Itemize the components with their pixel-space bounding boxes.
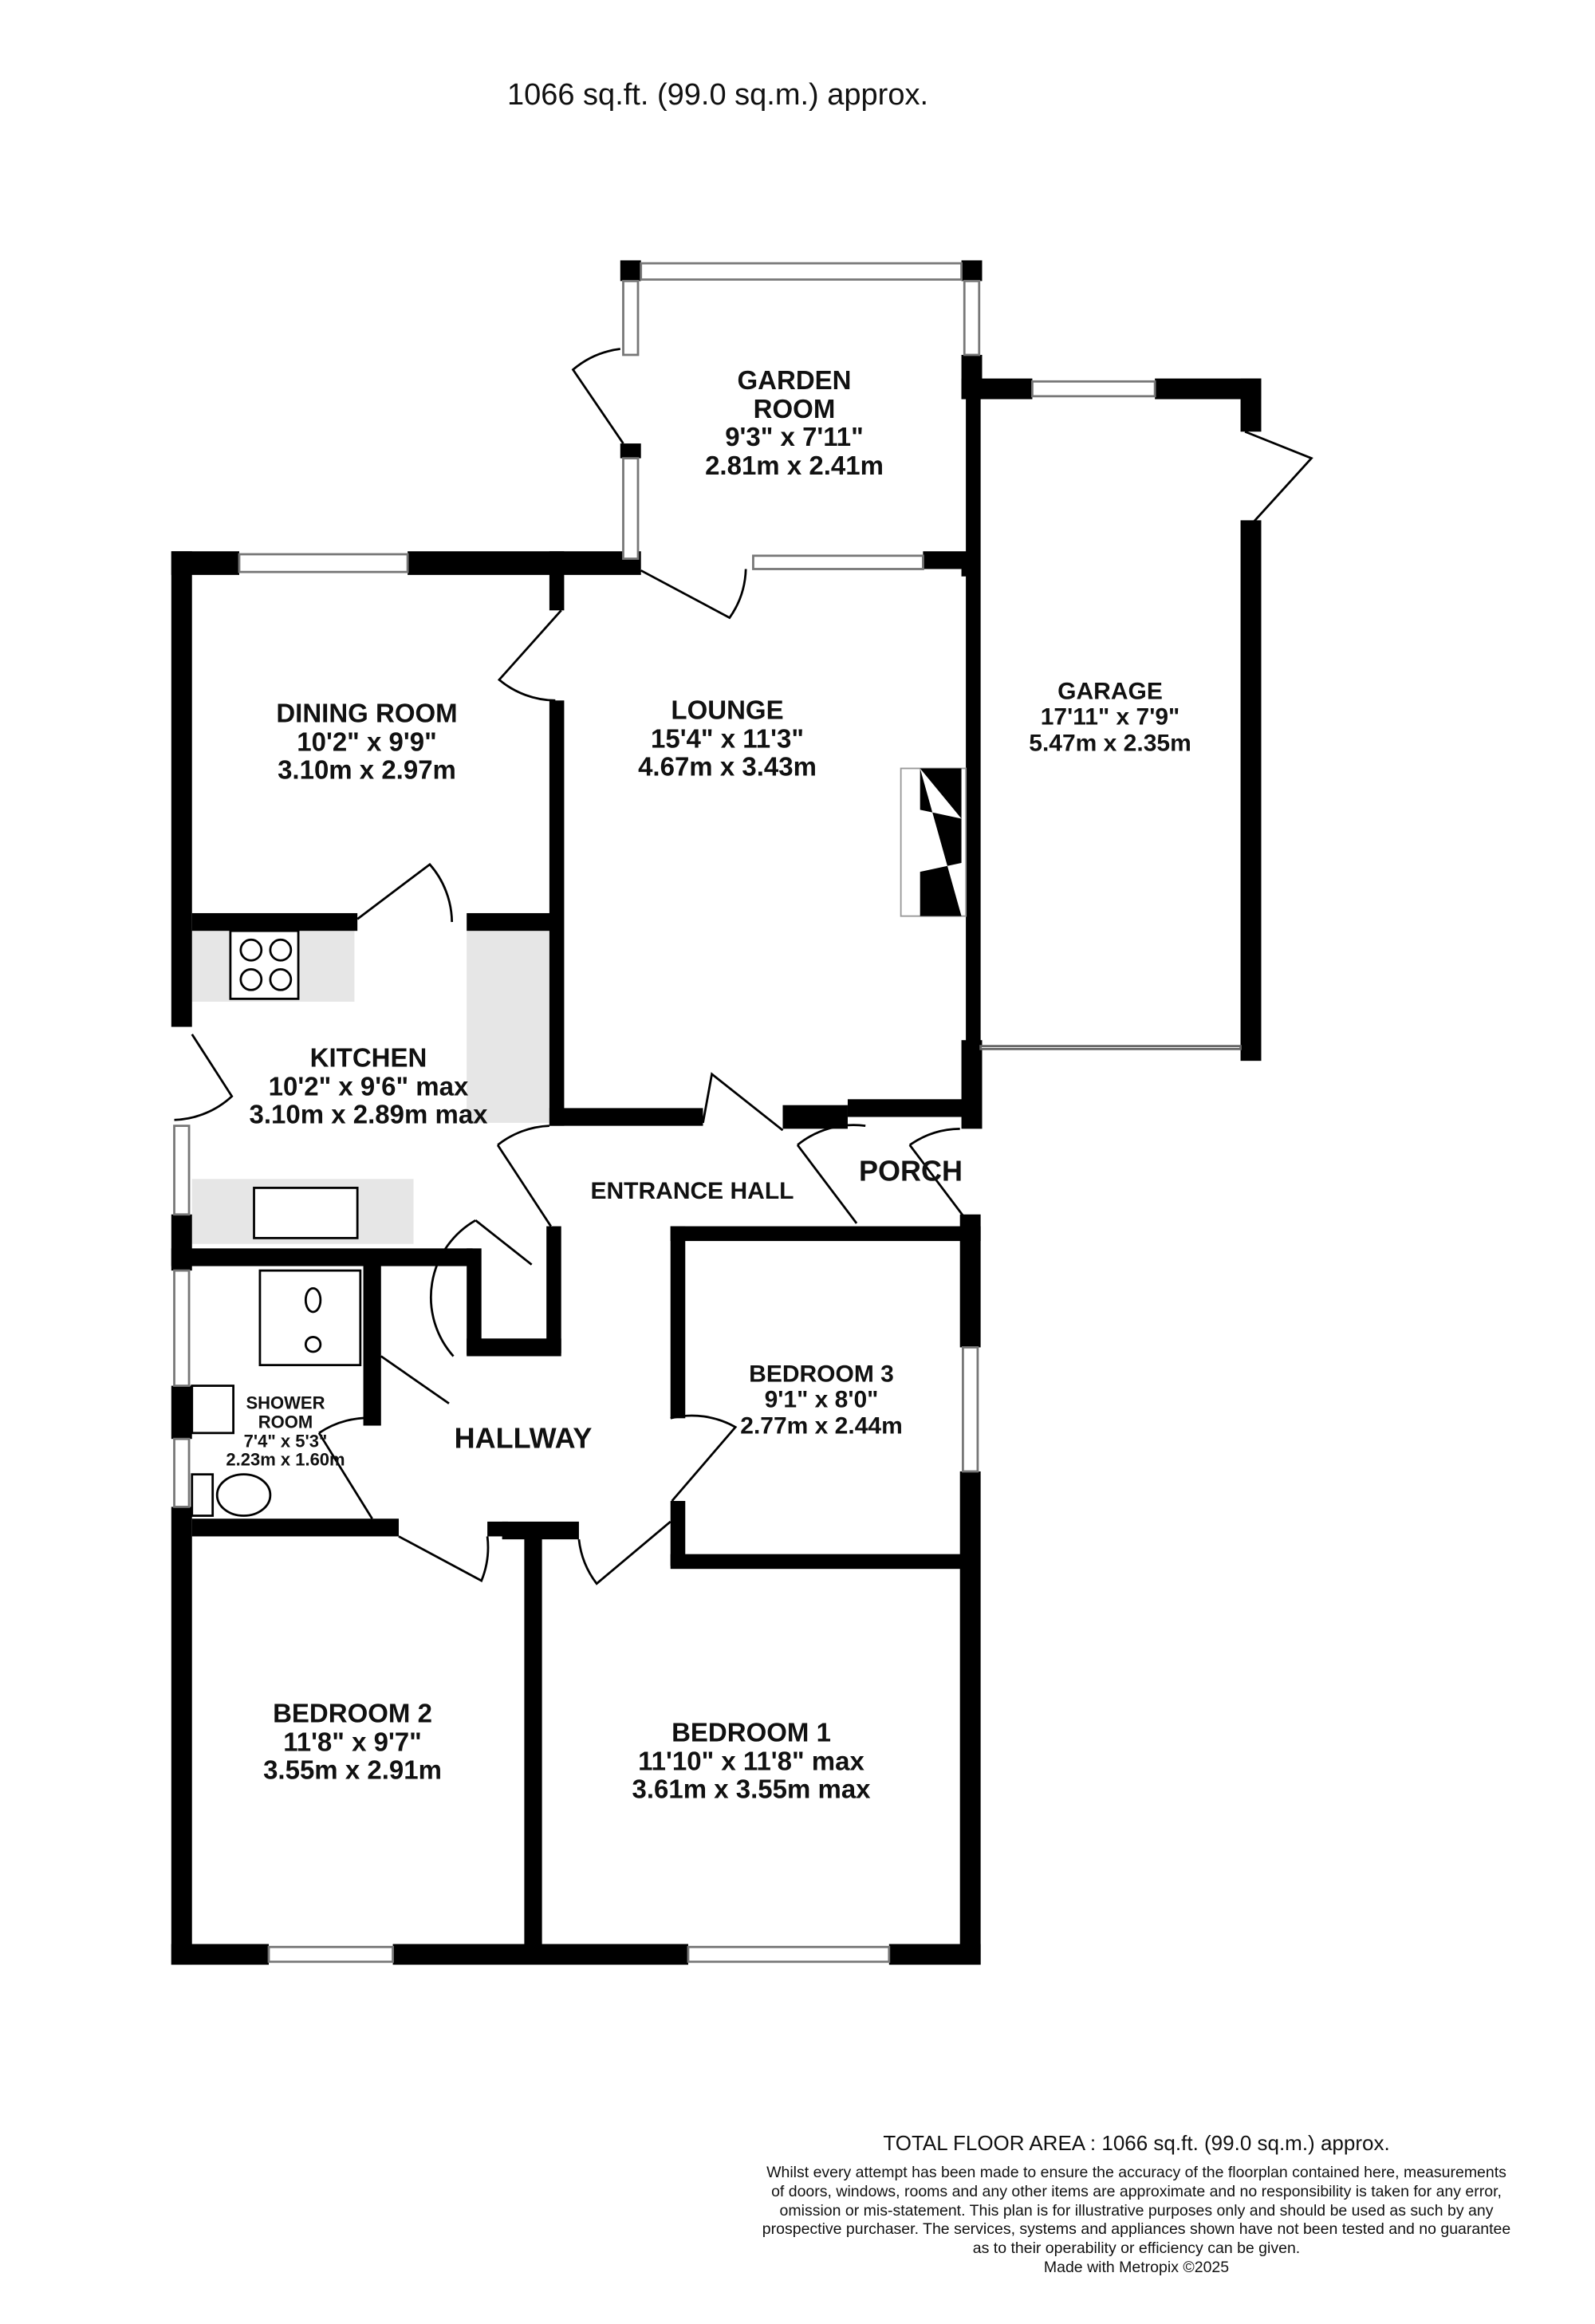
- disclaimer-line: as to their operability or efficiency ca…: [972, 2239, 1301, 2258]
- room-label-dining-room: DINING ROOM 10'2" x 9'9" 3.10m x 2.97m: [276, 699, 457, 785]
- room-name: DINING ROOM: [276, 698, 458, 728]
- room-name: GARDEN: [737, 364, 852, 395]
- room-label-bedroom-2: BEDROOM 2 11'8" x 9'7" 3.55m x 2.91m: [263, 1698, 442, 1785]
- room-imperial: 7'4" x 5'3": [243, 1431, 328, 1451]
- credit: Made with Metropix ©2025: [1043, 2258, 1230, 2276]
- disclaimer-line: of doors, windows, rooms and any other i…: [771, 2182, 1502, 2200]
- room-label-kitchen: KITCHEN 10'2" x 9'6" max 3.10m x 2.89m m…: [249, 1042, 488, 1129]
- disclaimer-line: prospective purchaser. The services, sys…: [762, 2220, 1511, 2239]
- room-imperial: 11'8" x 9'7": [283, 1727, 422, 1757]
- room-name: GARAGE: [1057, 678, 1163, 705]
- room-name: PORCH: [858, 1154, 963, 1188]
- door-swings: [174, 348, 1313, 1585]
- room-label-garden-room: GARDEN ROOM 9'3" x 7'11" 2.81m x 2.41m: [705, 366, 884, 480]
- room-label-bedroom-1: BEDROOM 1 11'10" x 11'8" max 3.61m x 3.5…: [632, 1717, 871, 1804]
- fixtures: [191, 929, 362, 1517]
- walls: [171, 260, 1262, 1965]
- room-metric: 5.47m x 2.35m: [1029, 730, 1191, 757]
- room-name: LOUNGE: [671, 695, 784, 725]
- room-label-porch: PORCH: [859, 1156, 963, 1188]
- room-metric: 3.10m x 2.97m: [278, 754, 456, 785]
- room-metric: 2.77m x 2.44m: [740, 1412, 903, 1440]
- room-name: ROOM: [258, 1412, 313, 1432]
- room-metric: 3.55m x 2.91m: [263, 1755, 442, 1785]
- room-metric: 2.81m x 2.41m: [705, 450, 884, 480]
- room-name: KITCHEN: [309, 1042, 427, 1073]
- windows: [173, 262, 1242, 1964]
- room-label-bedroom-3: BEDROOM 3 9'1" x 8'0" 2.77m x 2.44m: [740, 1361, 903, 1440]
- room-imperial: 10'2" x 9'6" max: [268, 1071, 469, 1101]
- room-imperial: 9'1" x 8'0": [764, 1386, 879, 1413]
- room-metric: 3.10m x 2.89m max: [249, 1099, 488, 1129]
- room-name: ROOM: [753, 393, 836, 423]
- disclaimer-line: Whilst every attempt has been made to en…: [766, 2164, 1506, 2181]
- disclaimer: Whilst every attempt has been made to en…: [718, 2164, 1555, 2278]
- room-metric: 4.67m x 3.43m: [638, 751, 817, 782]
- room-label-entrance-hall: ENTRANCE HALL: [590, 1177, 794, 1204]
- room-imperial: 10'2" x 9'9": [297, 727, 437, 757]
- room-name: HALLWAY: [454, 1421, 593, 1455]
- area-heading: 1066 sq.ft. (99.0 sq.m.) approx.: [506, 78, 929, 112]
- fireplace: [900, 767, 967, 917]
- room-name: BEDROOM 1: [671, 1717, 831, 1747]
- room-label-garage: GARAGE 17'11" x 7'9" 5.47m x 2.35m: [1029, 678, 1191, 757]
- disclaimer-line: omission or mis-statement. This plan is …: [779, 2201, 1494, 2220]
- room-metric: 2.23m x 1.60m: [226, 1449, 345, 1470]
- room-imperial: 15'4" x 11'3": [651, 723, 804, 754]
- room-label-shower-room: SHOWER ROOM 7'4" x 5'3" 2.23m x 1.60m: [226, 1392, 345, 1470]
- room-name: BEDROOM 3: [749, 1361, 894, 1388]
- room-name: SHOWER: [246, 1392, 325, 1413]
- room-imperial: 9'3" x 7'11": [725, 422, 864, 451]
- room-metric: 3.61m x 3.55m max: [632, 1774, 871, 1804]
- room-label-hallway: HALLWAY: [454, 1421, 593, 1455]
- room-name: ENTRANCE HALL: [590, 1177, 794, 1204]
- total-floor-area: TOTAL FLOOR AREA : 1066 sq.ft. (99.0 sq.…: [883, 2131, 1390, 2155]
- footer: TOTAL FLOOR AREA : 1066 sq.ft. (99.0 sq.…: [718, 2131, 1555, 2278]
- room-label-lounge: LOUNGE 15'4" x 11'3" 4.67m x 3.43m: [638, 695, 817, 782]
- room-imperial: 11'10" x 11'8" max: [638, 1746, 864, 1776]
- room-name: BEDROOM 2: [273, 1698, 432, 1728]
- room-imperial: 17'11" x 7'9": [1040, 703, 1180, 731]
